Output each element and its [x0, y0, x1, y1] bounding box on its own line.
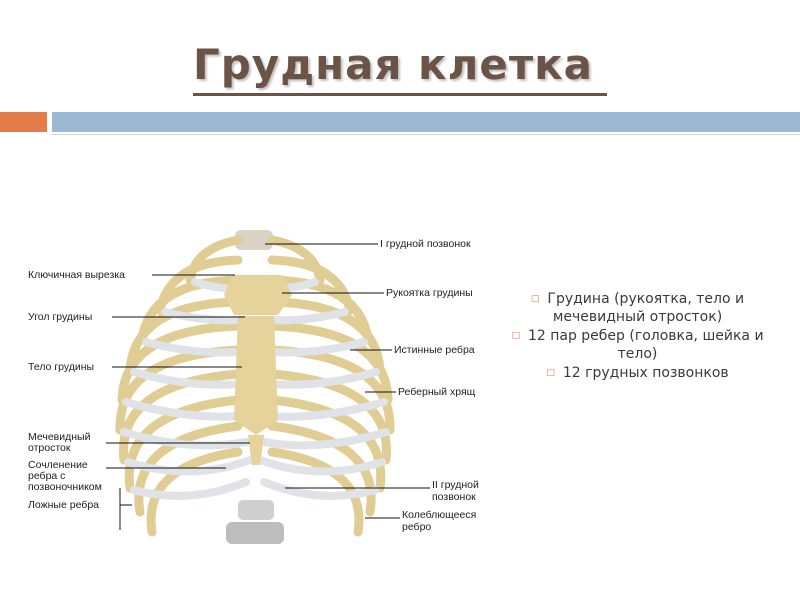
label-sternal-angle: Угол грудины	[28, 311, 92, 323]
label-sternum-body: Тело грудины	[28, 361, 94, 373]
anatomy-labels: I грудной позвонок Ключичная вырезка Рук…	[28, 238, 479, 533]
rib-cage-drawing: I грудной позвонок Ключичная вырезка Рук…	[28, 230, 479, 544]
bullet-marker-icon: □	[546, 367, 555, 378]
label-true-ribs: Истинные ребра	[394, 344, 475, 356]
label-xiphoid-1: Мечевидный	[28, 431, 91, 443]
label-t1: I грудной позвонок	[380, 238, 471, 250]
label-floating-rib-2: ребро	[402, 521, 431, 533]
bullet-item: □12 пар ребер (головка, шейка и тело)	[511, 327, 764, 363]
sternum	[224, 275, 292, 465]
bullet-list: □Грудина (рукоятка, тело и мечевидный от…	[500, 290, 775, 382]
slide-title: Грудная клетка	[0, 40, 800, 96]
label-floating-rib-1: Колеблющееся	[402, 509, 476, 521]
label-t2-1: II грудной	[432, 479, 479, 491]
accent-bar-orange	[0, 112, 47, 132]
accent-bar-blue	[52, 112, 800, 132]
spine	[226, 230, 284, 544]
divider-line	[52, 134, 800, 135]
leader-lines	[106, 243, 430, 530]
bullet-marker-icon: □	[530, 294, 540, 304]
bullet-item: □Грудина (рукоятка, тело и мечевидный от…	[530, 291, 745, 326]
label-joint-1: Сочленение	[28, 459, 88, 471]
label-t2-2: позвонок	[432, 491, 476, 503]
label-xiphoid-2: отросток	[28, 442, 71, 454]
bullet-item: □12 грудных позвонков	[546, 364, 729, 381]
label-joint-3: позвоночником	[28, 481, 102, 493]
bullet-marker-icon: □	[511, 330, 520, 341]
rib-cage-illustration: I грудной позвонок Ключичная вырезка Рук…	[20, 220, 500, 580]
ribs-right	[267, 235, 395, 537]
label-manubrium: Рукоятка грудины	[386, 287, 473, 299]
label-joint-2: ребра с	[28, 470, 65, 482]
label-costal-cartilage: Реберный хрящ	[398, 386, 476, 398]
label-clavicular-notch: Ключичная вырезка	[28, 269, 125, 281]
cartilage-right	[256, 278, 390, 500]
cartilage-left	[120, 278, 254, 500]
label-false-ribs: Ложные ребра	[28, 499, 99, 511]
